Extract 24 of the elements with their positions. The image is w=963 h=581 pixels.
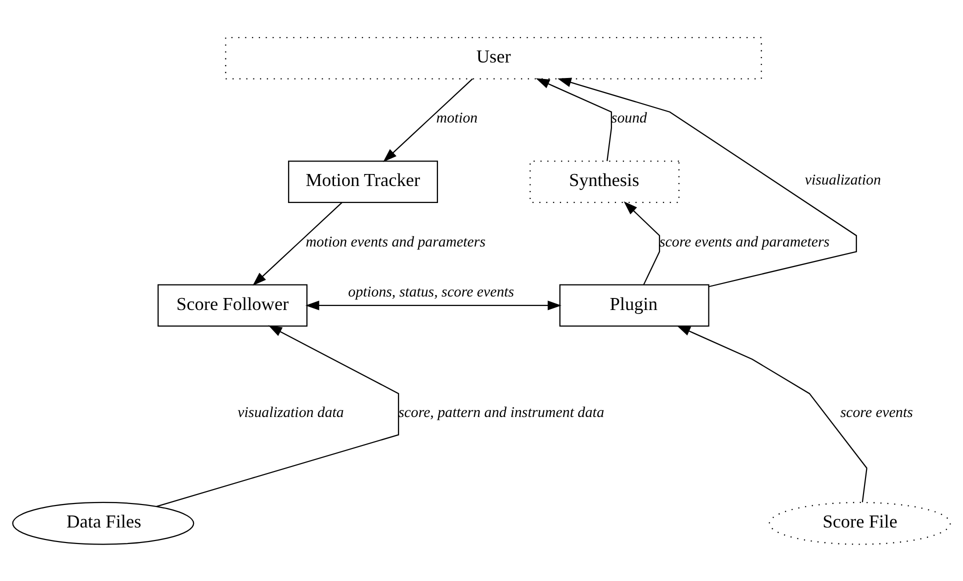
- arrow: [558, 77, 857, 287]
- node-box: Motion Tracker: [288, 160, 438, 202]
- node-ellipse: Score File: [768, 501, 951, 544]
- node-box: Plugin: [559, 284, 710, 326]
- label: visualization data: [238, 404, 344, 420]
- arrow: [383, 78, 473, 162]
- edge-label: options, status, score events: [348, 284, 514, 300]
- arrow: [676, 324, 868, 502]
- edge-label: visualization: [804, 172, 881, 188]
- edge-label: motion events and parameters: [306, 234, 486, 250]
- edge-label: score events: [840, 404, 913, 420]
- arrow: [624, 200, 660, 284]
- edge-label: motion: [436, 110, 478, 126]
- node-box: Score Follower: [158, 284, 308, 326]
- arrow: [305, 300, 562, 310]
- node-box: User: [225, 36, 762, 79]
- edge-label: sound: [611, 110, 647, 126]
- arrow: [156, 324, 400, 506]
- arrow: [536, 78, 612, 161]
- edge-label: score events and parameters: [660, 234, 830, 250]
- arrow: [252, 202, 342, 286]
- node-box: Synthesis: [530, 160, 680, 202]
- node-ellipse: Data Files: [12, 501, 194, 544]
- edge-label: score, pattern and instrument data: [398, 404, 604, 420]
